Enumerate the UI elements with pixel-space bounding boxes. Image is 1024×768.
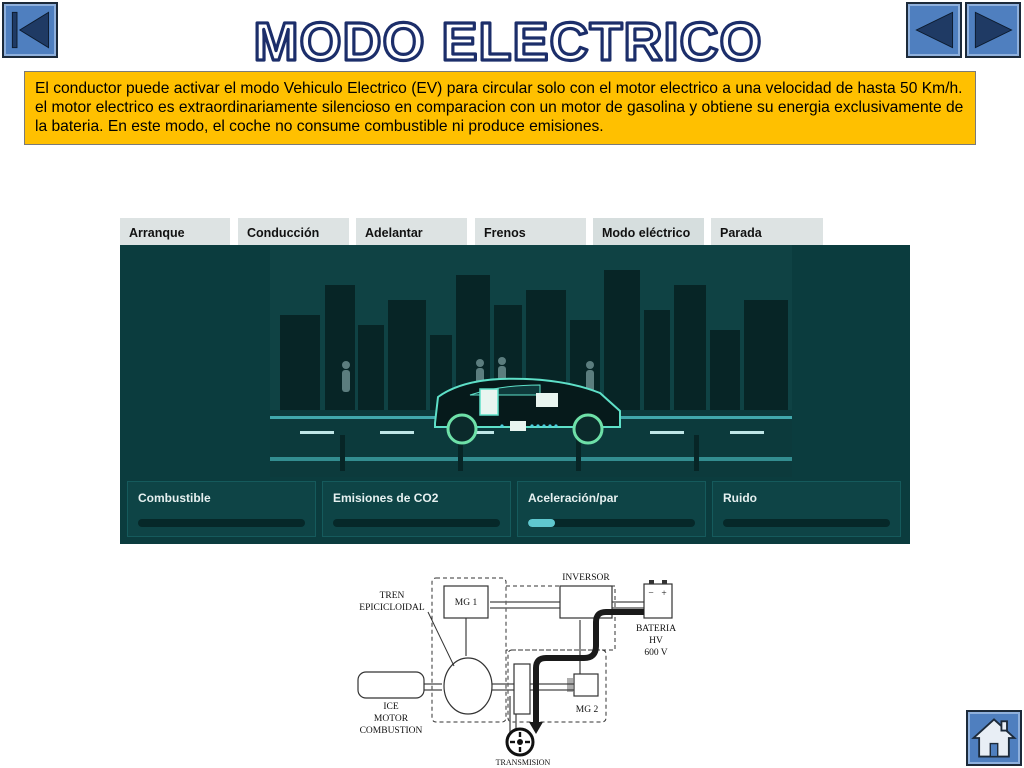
battery-minus: − [648, 589, 653, 599]
gauge-label: Combustible [138, 491, 211, 505]
gauge-ruido: Ruido [712, 481, 901, 537]
simulator-gauges: Combustible Emisiones de CO2 Aceleración… [120, 477, 910, 544]
tab-frenos[interactable]: Frenos [475, 216, 586, 247]
transmission-label: TRANSMISION [496, 758, 551, 767]
ice-label-2: MOTOR [374, 714, 409, 724]
battery-label-3: 600 V [644, 648, 667, 658]
gauge-track [528, 519, 695, 527]
home-button[interactable] [966, 710, 1022, 766]
gauge-combustible: Combustible [127, 481, 316, 537]
slide-title-text: MODO ELECTRICO [254, 12, 763, 68]
gauge-fill [528, 519, 555, 527]
ice-engine-block [357, 671, 425, 699]
gauge-track [723, 519, 890, 527]
gauge-track [333, 519, 500, 527]
mg1-block [443, 585, 489, 619]
tab-parada[interactable]: Parada [711, 216, 823, 247]
gauge-label: Emisiones de CO2 [333, 491, 439, 505]
ice-label-1: ICE [383, 702, 399, 712]
electric-car-icon [434, 377, 621, 445]
wheel-icon [505, 727, 535, 757]
next-slide-icon [974, 11, 1013, 49]
simulator-body: Combustible Emisiones de CO2 Aceleración… [120, 245, 910, 544]
reduction-gear-block [513, 663, 531, 715]
ice-label-3: COMBUSTION [360, 726, 423, 736]
slide-title: MODO ELECTRICO [252, 10, 763, 68]
gauge-aceleracion-par: Aceleración/par [517, 481, 706, 537]
engine-icon [536, 393, 558, 407]
mg2-block [573, 673, 599, 697]
tab-conduccion[interactable]: Conducción [238, 216, 349, 247]
planetary-gear-label-1: TREN [380, 591, 405, 601]
gauge-emisiones-co2: Emisiones de CO2 [322, 481, 511, 537]
gauge-track [138, 519, 305, 527]
simulator-tabs: Arranque Conducción Adelantar Frenos Mod… [120, 216, 910, 247]
description-box: El conductor puede activar el modo Vehic… [24, 71, 976, 145]
battery-label-1: BATERIA [636, 624, 676, 634]
mg1-label: MG 1 [455, 598, 478, 608]
first-slide-icon [11, 11, 50, 49]
tab-modo-electrico[interactable]: Modo eléctrico [593, 216, 704, 247]
gauge-label: Aceleración/par [528, 491, 619, 505]
planetary-gear-block [443, 657, 493, 715]
planetary-gear-label-2: EPICICLOIDAL [359, 603, 425, 613]
hybrid-simulator: Arranque Conducción Adelantar Frenos Mod… [120, 214, 910, 544]
battery-hv-icon [643, 580, 673, 619]
inverter-label: INVERSOR [562, 573, 610, 583]
gauge-label: Ruido [723, 491, 757, 505]
tab-adelantar[interactable]: Adelantar [356, 216, 467, 247]
first-slide-button[interactable] [2, 2, 58, 58]
previous-slide-button[interactable] [906, 2, 962, 58]
powertrain-diagram: MG 1 INVERSOR TREN EPICICLOIDAL ICE MOTO… [350, 566, 690, 768]
tab-arranque[interactable]: Arranque [120, 216, 230, 247]
battery-icon [479, 388, 499, 416]
description-text: El conductor puede activar el modo Vehic… [35, 80, 964, 135]
next-slide-button[interactable] [965, 2, 1021, 58]
motor-icon [510, 421, 526, 431]
home-icon [971, 718, 1017, 758]
ev-driving-scene [270, 245, 792, 477]
mg2-label: MG 2 [576, 705, 599, 715]
battery-plus: + [661, 589, 666, 599]
energy-flow-arrow [533, 609, 644, 724]
battery-label-2: HV [649, 636, 663, 646]
previous-slide-icon [915, 11, 954, 49]
